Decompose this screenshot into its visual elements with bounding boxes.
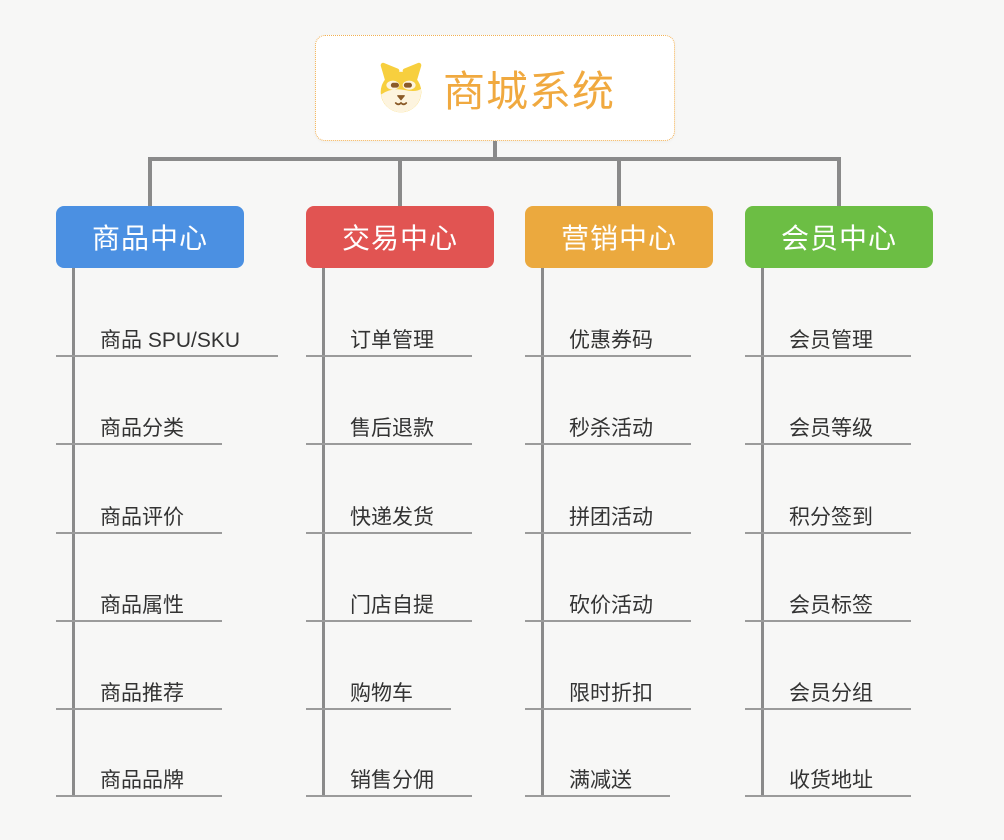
leaf-node[interactable]: 快递发货: [306, 499, 472, 534]
connector-drop-marketing: [617, 157, 621, 206]
root-node[interactable]: 商城系统: [315, 35, 675, 141]
leaf-node[interactable]: 订单管理: [306, 322, 472, 357]
leaf-node[interactable]: 满减送: [525, 762, 670, 797]
leaf-node[interactable]: 秒杀活动: [525, 410, 691, 445]
dog-mascot-icon: [375, 62, 427, 114]
leaf-node[interactable]: 售后退款: [306, 410, 472, 445]
leaf-node[interactable]: 砍价活动: [525, 587, 691, 622]
leaf-node[interactable]: 限时折扣: [525, 675, 691, 710]
leaf-node[interactable]: 优惠券码: [525, 322, 691, 357]
leaf-node[interactable]: 积分签到: [745, 499, 911, 534]
leaf-node[interactable]: 商品属性: [56, 587, 222, 622]
leaf-node[interactable]: 商品推荐: [56, 675, 222, 710]
leaf-node[interactable]: 会员标签: [745, 587, 911, 622]
leaf-node[interactable]: 商品分类: [56, 410, 222, 445]
branch-node-trade[interactable]: 交易中心: [306, 206, 494, 268]
leaf-node[interactable]: 收货地址: [745, 762, 911, 797]
leaf-node[interactable]: 门店自提: [306, 587, 472, 622]
root-title: 商城系统: [442, 67, 615, 115]
leaf-node[interactable]: 商品品牌: [56, 762, 222, 797]
branch-node-marketing[interactable]: 营销中心: [525, 206, 713, 268]
connector-drop-members: [837, 157, 841, 206]
leaf-node[interactable]: 销售分佣: [306, 762, 472, 797]
leaf-node[interactable]: 商品评价: [56, 499, 222, 534]
leaf-node[interactable]: 会员等级: [745, 410, 911, 445]
connector-drop-products: [148, 157, 152, 206]
connector-drop-trade: [398, 157, 402, 206]
leaf-node[interactable]: 拼团活动: [525, 499, 691, 534]
connector-bus: [148, 157, 841, 161]
leaf-node[interactable]: 购物车: [306, 675, 451, 710]
branch-node-members[interactable]: 会员中心: [745, 206, 933, 268]
connector-root-stub: [493, 141, 497, 161]
branch-node-products[interactable]: 商品中心: [56, 206, 244, 268]
leaf-node[interactable]: 会员分组: [745, 675, 911, 710]
leaf-node[interactable]: 会员管理: [745, 322, 911, 357]
leaf-node[interactable]: 商品 SPU/SKU: [56, 322, 279, 357]
